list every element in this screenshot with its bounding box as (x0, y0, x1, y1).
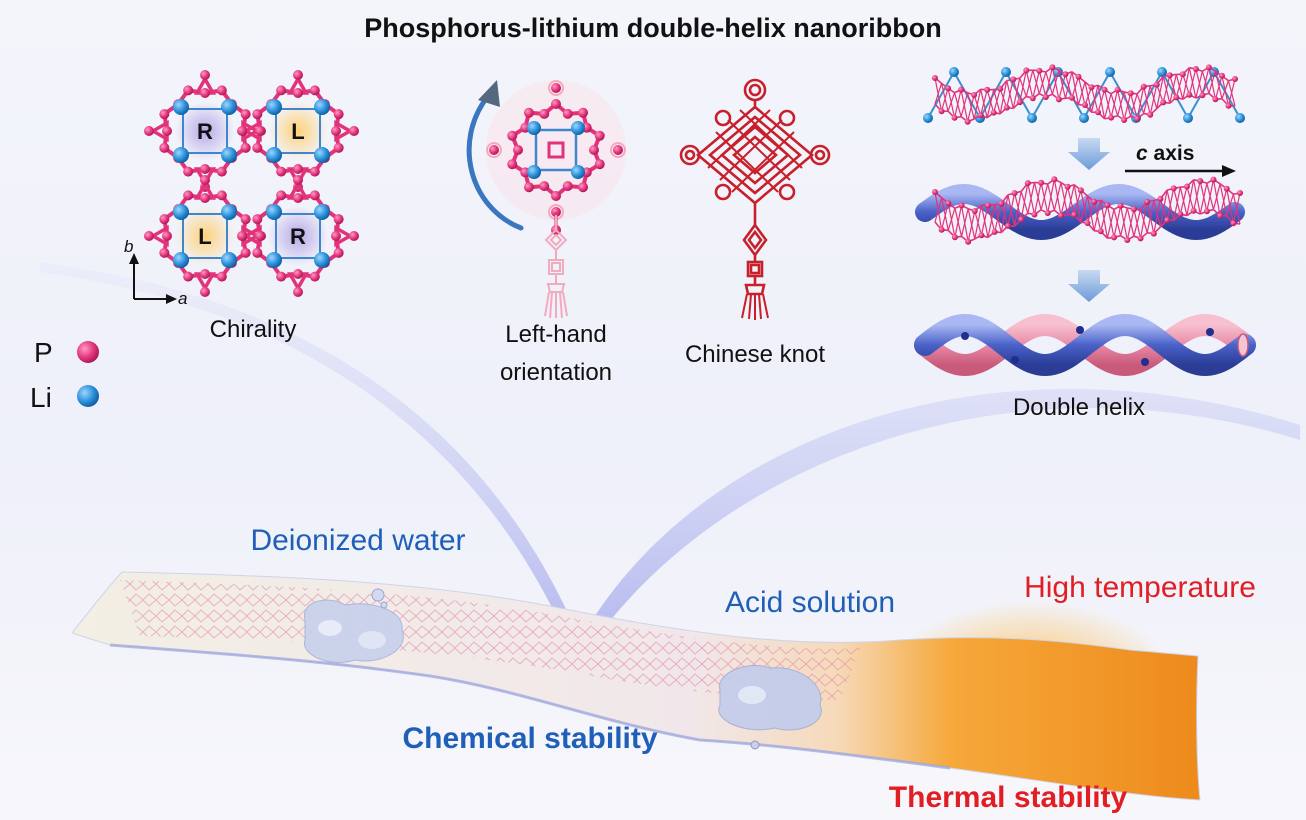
chirality-axes: b a (124, 237, 187, 308)
acid-droplet-icon (718, 664, 822, 750)
knot-caption: Chinese knot (685, 341, 825, 368)
phosphorus-atom-icon (77, 341, 99, 363)
orientation-caption-line1: Left-hand (505, 321, 606, 348)
c-axis-label: axis (1148, 142, 1195, 165)
ribbon-lattice (120, 580, 860, 700)
double-helix-tubes (914, 313, 1256, 377)
acid-solution-label: Acid solution (725, 586, 895, 619)
high-temperature-label: High temperature (1024, 571, 1256, 604)
legend-p-label: P (34, 337, 53, 368)
ribbon-edge (109, 643, 951, 770)
figure-title: Phosphorus-lithium double-helix nanoribb… (364, 13, 941, 43)
lithium-atom-icon (77, 385, 99, 407)
orientation-tassel (544, 215, 568, 319)
chirality-cell-l: L (237, 70, 359, 192)
water-droplet-icon (304, 588, 404, 663)
thermal-stability-label: Thermal stability (889, 781, 1128, 814)
chirality-cell-r: R (237, 175, 359, 297)
helix-caption: Double helix (1013, 394, 1145, 421)
orientation-caption-line2: orientation (500, 359, 612, 386)
chinese-knot-icon (679, 78, 831, 320)
chirality-caption: Chirality (210, 316, 297, 343)
c-axis-italic: c (1136, 142, 1148, 165)
legend-li-label: Li (30, 382, 52, 413)
chirality-cell-label: L (291, 119, 304, 144)
atom-legend: P Li (30, 337, 99, 413)
deionized-water-label: Deionized water (250, 524, 465, 557)
chirality-cell-r: R (144, 70, 266, 192)
axis-a-label: a (178, 289, 187, 308)
svg-text:c axis: c axis (1136, 142, 1194, 165)
chirality-lattice: R L L R (144, 70, 359, 297)
chirality-cell-label: R (290, 224, 306, 249)
down-arrow-icon (1068, 138, 1110, 170)
chemical-stability-label: Chemical stability (402, 722, 657, 755)
helix-framework-middle (915, 176, 1245, 245)
helix-framework-top (923, 64, 1245, 125)
axis-b-label: b (124, 237, 133, 256)
rotation-arrow-icon (466, 80, 524, 231)
chirality-cell-label: R (197, 119, 213, 144)
c-axis-arrow: c axis (1125, 142, 1236, 177)
chirality-cell-l: L (144, 175, 266, 297)
chirality-cell-label: L (198, 224, 211, 249)
down-arrow-icon (1068, 270, 1110, 302)
